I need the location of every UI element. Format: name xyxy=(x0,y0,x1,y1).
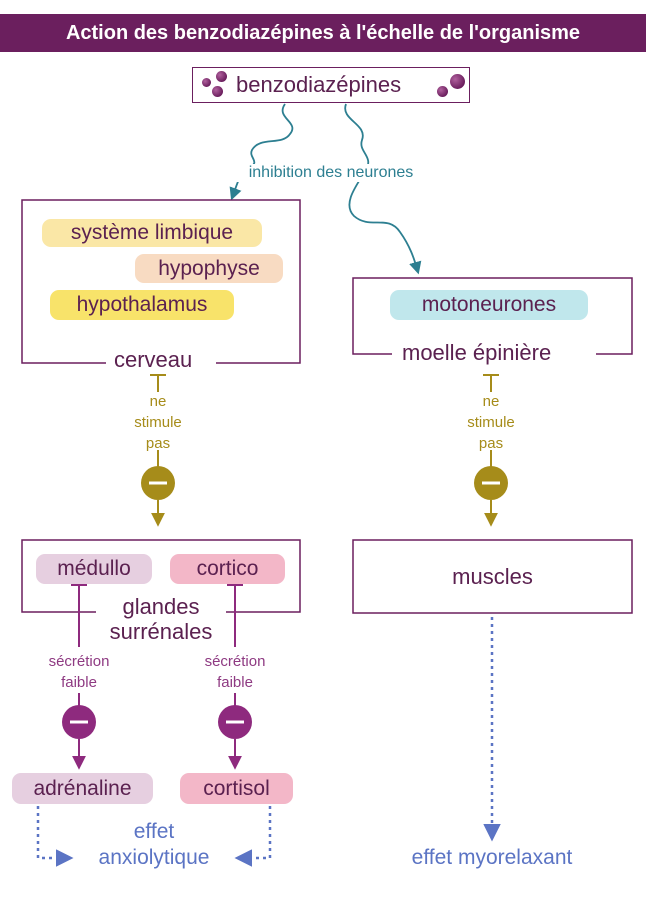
molecule-icon xyxy=(212,86,223,97)
molecule-icon xyxy=(437,86,448,97)
motoneurons-pill: motoneurones xyxy=(390,290,588,320)
muscles-label: muscles xyxy=(452,564,533,589)
muscles-container xyxy=(352,539,633,614)
cortico-pill: cortico xyxy=(170,554,285,584)
adrenaline-pill: adrénaline xyxy=(12,773,153,804)
cortisol-pill: cortisol xyxy=(180,773,293,804)
drug-label: benzodiazépines xyxy=(236,72,402,97)
molecule-icon xyxy=(202,78,211,87)
brain-container xyxy=(21,199,301,364)
molecule-icon xyxy=(450,74,465,89)
inhibition-label: inhibition des neurones xyxy=(220,164,442,182)
benzodiazepines-box xyxy=(192,67,470,103)
hypothalamus-pill: hypothalamus xyxy=(50,290,234,320)
page-title: Action des benzodiazépines à l'échelle d… xyxy=(0,14,646,52)
inhibition-arrow-left xyxy=(229,103,294,201)
inhibition-arrow-right xyxy=(344,103,422,275)
hypophysis-pill: hypophyse xyxy=(135,254,283,283)
limbic-system-pill: système limbique xyxy=(42,219,262,247)
molecule-icon xyxy=(216,71,227,82)
spinal-cord-label: moelle épinière xyxy=(394,340,560,366)
adrenal-container xyxy=(21,539,301,613)
dotted-arrow-adrenaline xyxy=(36,806,74,867)
dotted-arrow-cortisol xyxy=(234,806,272,867)
brain-label: cerveau xyxy=(106,347,201,373)
myorelaxant-effect-label: effet myorelaxant xyxy=(411,846,573,869)
medullo-pill: médullo xyxy=(36,554,152,584)
spinal-container xyxy=(352,277,633,355)
